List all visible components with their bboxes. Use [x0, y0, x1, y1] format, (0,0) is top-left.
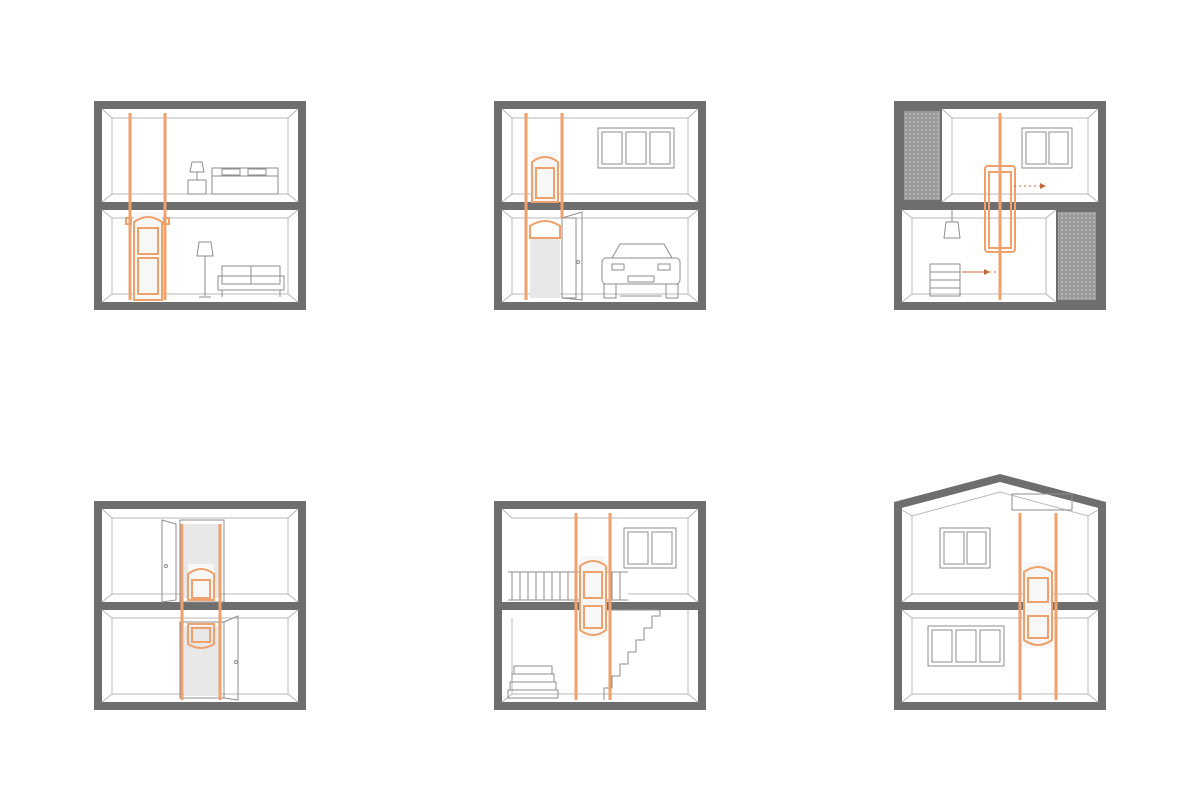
open-door-icon: [561, 211, 583, 301]
open-door-icon: [223, 615, 239, 701]
car-icon: [601, 243, 681, 299]
bed-icon: [211, 167, 279, 195]
lift-cabin: [187, 564, 215, 649]
lift-shaft: [574, 513, 612, 700]
panel-3-house: [894, 101, 1106, 310]
lift-cabin: [579, 556, 607, 638]
lift-motor-box: [1011, 493, 1073, 511]
lift-cabin: [529, 152, 561, 239]
window-icon: [939, 527, 991, 569]
floor-lamp-icon: [196, 241, 214, 298]
lift-shaft: [125, 113, 170, 300]
closet-upper: [904, 111, 940, 200]
arrow-right-icon: [1014, 183, 1046, 189]
arrow-right-icon: [962, 269, 996, 275]
panel-4-house: [94, 501, 306, 710]
lift-shaft: [524, 113, 564, 300]
open-door-icon: [161, 519, 177, 603]
railing-icon: [508, 571, 628, 601]
lift-cabin: [133, 212, 163, 301]
lift-cabin: [1023, 562, 1053, 648]
window-icon: [1021, 127, 1073, 169]
closet-lower: [1058, 212, 1096, 300]
dresser-icon: [929, 263, 961, 297]
panel-5-house: [494, 501, 706, 710]
lift-shaft: [984, 113, 1016, 300]
lift-shaft: [180, 524, 222, 700]
panel-1-house: [94, 101, 306, 310]
window-icon: [927, 625, 1005, 667]
sofa-icon: [217, 265, 285, 297]
pendant-lamp-icon: [943, 210, 961, 239]
panel-6-house: [894, 474, 1106, 710]
window-icon: [597, 127, 675, 169]
window-icon: [623, 527, 677, 569]
panel-2-house: [494, 101, 706, 310]
lift-shaft: [1018, 513, 1058, 700]
nightstand-icon: [187, 161, 207, 195]
